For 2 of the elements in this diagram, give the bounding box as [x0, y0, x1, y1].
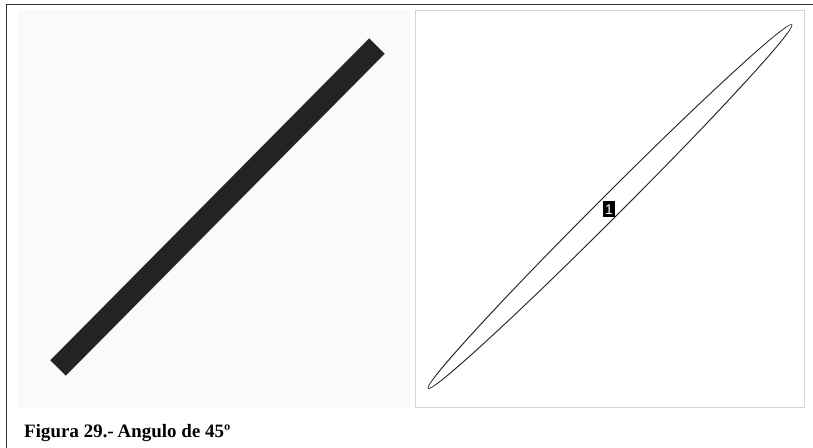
figure-caption: Figura 29.- Angulo de 45º	[24, 420, 230, 444]
region-number: 1	[603, 201, 615, 217]
